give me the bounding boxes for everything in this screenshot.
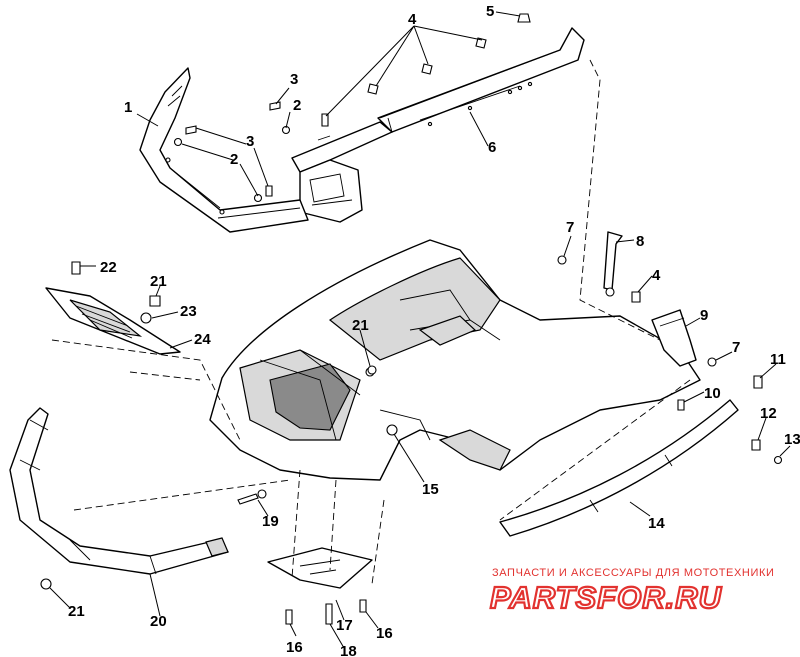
part-9-bracket <box>651 309 697 367</box>
callout-21b: 21 <box>352 317 369 334</box>
part-19-bolt <box>237 489 267 505</box>
assembly-lines <box>51 59 691 585</box>
callout-22: 22 <box>100 259 117 276</box>
watermark: ЗАПЧАСТИ И АКСЕССУАРЫ ДЛЯ МОТОТЕХНИКИ PA… <box>489 567 774 616</box>
callout-5: 5 <box>486 3 494 20</box>
callout-7a: 7 <box>566 219 574 236</box>
callout-21a: 21 <box>150 273 167 290</box>
leader-lines <box>49 11 791 649</box>
callout-18: 18 <box>340 643 357 657</box>
part-8-link <box>603 231 623 297</box>
callout-3b: 3 <box>246 133 254 150</box>
part-17-lower-bracket <box>267 547 373 625</box>
hardware-21-23 <box>140 295 377 375</box>
callout-4b: 4 <box>652 267 661 284</box>
callout-13: 13 <box>784 431 800 448</box>
part-24-vent <box>45 261 181 355</box>
callout-2a: 2 <box>293 97 301 114</box>
callout-15: 15 <box>422 481 439 498</box>
callout-19: 19 <box>262 513 279 530</box>
callout-21c: 21 <box>68 603 85 620</box>
callout-10: 10 <box>704 385 721 402</box>
fastener-group-2-3 <box>173 101 291 203</box>
watermark-tagline: ЗАПЧАСТИ И АКСЕССУАРЫ ДЛЯ МОТОТЕХНИКИ <box>492 567 774 579</box>
callout-labels: 1 2 2 3 3 4 4 5 6 7 7 8 9 10 11 12 13 14… <box>68 3 800 657</box>
hood-main <box>209 239 701 481</box>
part-1-side-trim <box>139 67 309 233</box>
callout-24: 24 <box>194 331 211 348</box>
callout-7b: 7 <box>732 339 740 356</box>
fastener-group-right <box>557 255 783 465</box>
part-14-bumper-strip <box>499 399 739 537</box>
part-20-lower-trim <box>9 407 229 590</box>
callout-12: 12 <box>760 405 777 422</box>
callout-17: 17 <box>336 617 353 634</box>
callout-8: 8 <box>636 233 644 250</box>
callout-23: 23 <box>180 303 197 320</box>
watermark-logo: PARTSFOR.RU <box>490 580 723 615</box>
callout-1: 1 <box>124 99 132 116</box>
callout-3a: 3 <box>290 71 298 88</box>
callout-16b: 16 <box>376 625 393 642</box>
part-6-upper-bar <box>291 27 585 223</box>
callout-16a: 16 <box>286 639 303 656</box>
callout-6: 6 <box>488 139 496 156</box>
callout-9: 9 <box>700 307 708 324</box>
callout-11: 11 <box>770 351 786 368</box>
callout-4a: 4 <box>408 11 417 28</box>
callout-2b: 2 <box>230 151 238 168</box>
callout-14: 14 <box>648 515 665 532</box>
callout-20: 20 <box>150 613 167 630</box>
fastener-group-4 <box>321 13 531 127</box>
